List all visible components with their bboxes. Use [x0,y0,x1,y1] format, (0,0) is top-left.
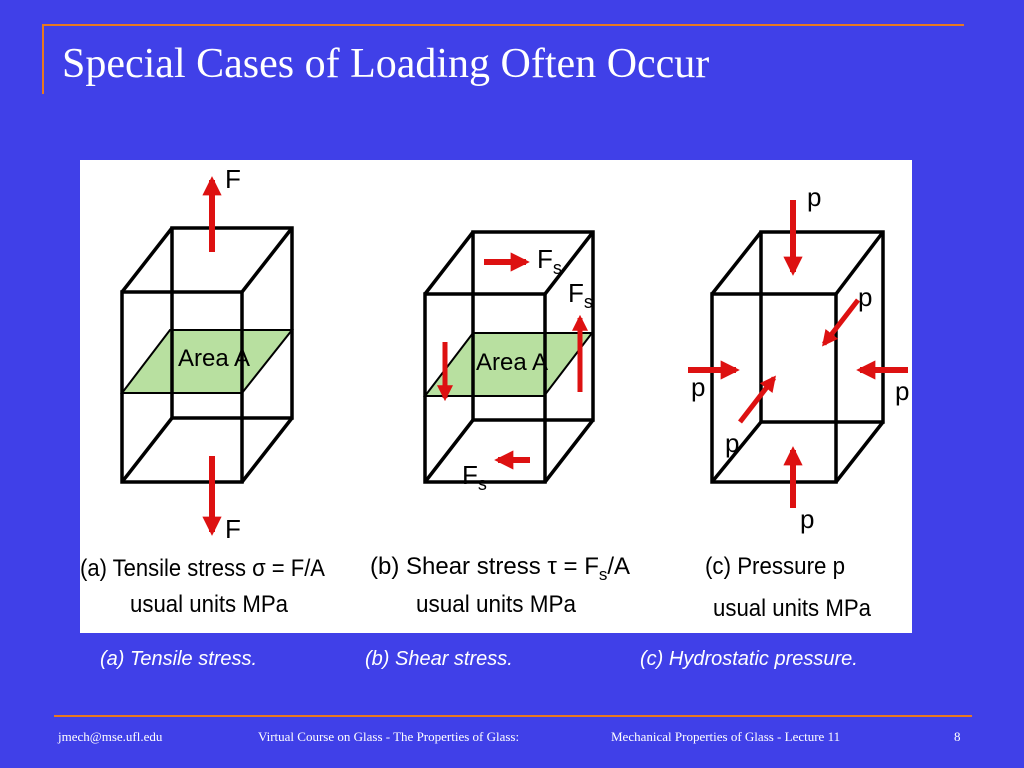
panel-c-cube [710,230,885,484]
panel-a-area-label: Area A [178,345,250,372]
panel-a-force-top-label: F [225,164,241,194]
panel-b-cube [423,230,595,484]
footer-rule [54,715,972,717]
loading-diagram: F F Area A (a) Tensile stress σ = F/A us… [80,164,909,622]
panel-a-tensile: F F Area A (a) Tensile stress σ = F/A us… [80,164,325,618]
title-frame-left-rule [42,24,44,94]
panel-c-p-label-front: p [725,428,739,458]
panel-b-force-top-label: Fs [537,244,562,278]
panel-a-caption-line1: (a) Tensile stress σ = F/A [80,555,325,582]
panel-c-p-label-top: p [807,182,821,212]
panel-b-shear: Fs Fs Fs Area A (b) Shear stress τ = Fs/… [370,230,630,618]
footer-course: Virtual Course on Glass - The Properties… [258,729,520,744]
panel-c-pressure: p p p p p p (c) Pressure p usual units M… [688,182,909,622]
panel-b-force-right-label: Fs [568,278,593,312]
panel-c-caption-line2: usual units MPa [713,595,872,622]
panel-c-arrow-back [822,298,860,347]
panel-a-force-bottom-label: F [225,514,241,544]
panel-a-caption-line2: usual units MPa [130,591,289,618]
caption-hydrostatic: (c) Hydrostatic pressure. [640,648,858,670]
panel-b-force-bottom-label: Fs [462,460,487,494]
panel-c-p-label-back: p [858,282,872,312]
footer-email: jmech@mse.ufl.edu [58,729,163,744]
panel-c-p-label-bottom: p [800,504,814,534]
panel-a-cube [120,226,294,484]
panel-b-caption-line2: usual units MPa [416,591,577,618]
panel-b-caption-line1: (b) Shear stress τ = Fs/A [370,553,630,584]
caption-tensile: (a) Tensile stress. [100,648,258,670]
caption-shear: (b) Shear stress. [365,648,513,670]
slide-title: Special Cases of Loading Often Occur [62,41,710,87]
footer-page-number: 8 [954,729,961,744]
panel-c-p-label-right: p [895,376,909,406]
panel-c-p-label-left: p [691,372,705,402]
title-frame-top-rule [42,24,964,26]
panel-c-arrow-front [738,375,776,424]
panel-b-area-label: Area A [476,349,548,376]
loading-figure: F F Area A (a) Tensile stress σ = F/A us… [80,160,912,633]
footer-lecture: Mechanical Properties of Glass - Lecture… [611,729,841,744]
panel-c-caption-line1: (c) Pressure p [705,553,845,580]
